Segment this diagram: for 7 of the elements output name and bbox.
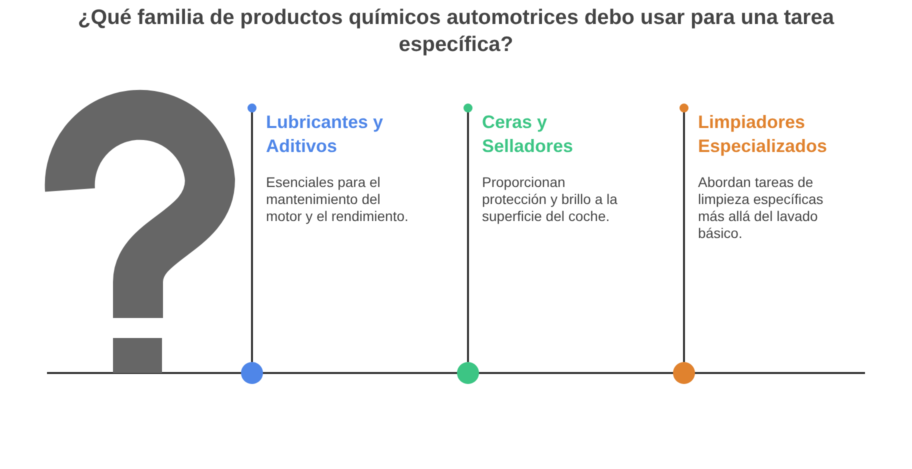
category-heading: Lubricantes y Aditivos bbox=[266, 111, 384, 158]
description-text: Esenciales para el mantenimiento del motor y el rendimiento. bbox=[266, 174, 410, 225]
title-heading: ¿Qué familia de productos químicos automotrices debo usar para una tarea específica? bbox=[76, 5, 836, 58]
category-heading: Ceras y Selladores bbox=[482, 111, 574, 158]
description-text: Proporcionan protección y brillo a la superficie del coche. bbox=[482, 174, 618, 225]
category-heading: Limpiadores Especializados bbox=[698, 111, 828, 158]
description-text: Abordan tareas de limpieza específicas más allá del lavado básico. bbox=[698, 174, 824, 242]
